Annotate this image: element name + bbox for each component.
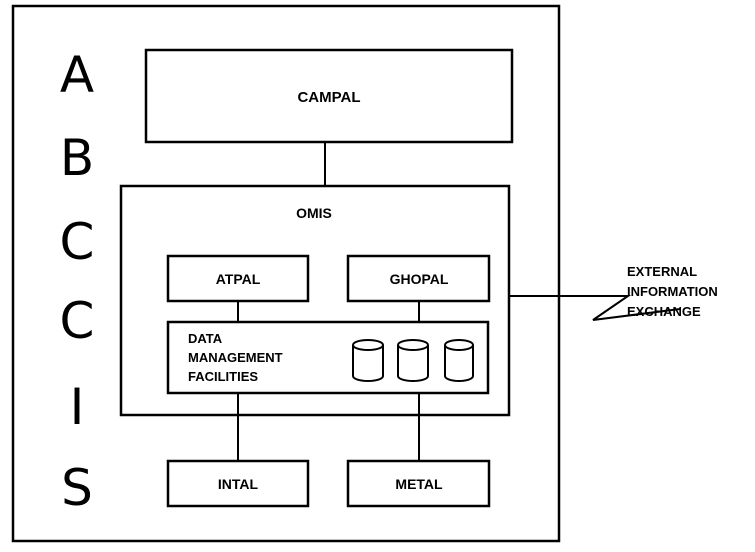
data-management-line-3: FACILITIES	[188, 369, 258, 384]
database-cylinder-icon	[444, 339, 474, 382]
database-cylinder-icon	[352, 339, 384, 382]
side-letter-1: A	[60, 46, 94, 104]
intal-box	[166, 459, 310, 508]
metal-label: METAL	[395, 476, 443, 492]
omis-box	[119, 184, 511, 417]
external-label-line-2: INFORMATION	[627, 284, 718, 299]
outer-frame	[11, 4, 561, 543]
side-letter-2: B	[60, 129, 94, 187]
side-letter-3: C	[60, 213, 95, 271]
atpal-label: ATPAL	[216, 271, 261, 287]
side-letter-5: I	[70, 378, 85, 436]
metal-box	[346, 459, 491, 508]
external-label-line-3: EXCHANGE	[627, 304, 701, 319]
intal-label: INTAL	[218, 476, 259, 492]
omis-label: OMIS	[296, 205, 332, 221]
data-management-line-2: MANAGEMENT	[188, 350, 283, 365]
data-management-line-1: DATA	[188, 331, 223, 346]
database-cylinder-icon	[397, 339, 429, 382]
data-management-box	[166, 320, 490, 395]
side-letter-4: C	[60, 292, 95, 350]
external-label-line-1: EXTERNAL	[627, 264, 697, 279]
campal-label: CAMPAL	[297, 89, 360, 106]
side-letter-6: S	[61, 459, 93, 517]
ghopal-label: GHOPAL	[390, 271, 449, 287]
campal-box	[144, 48, 514, 144]
external-exchange-connector	[509, 295, 681, 321]
